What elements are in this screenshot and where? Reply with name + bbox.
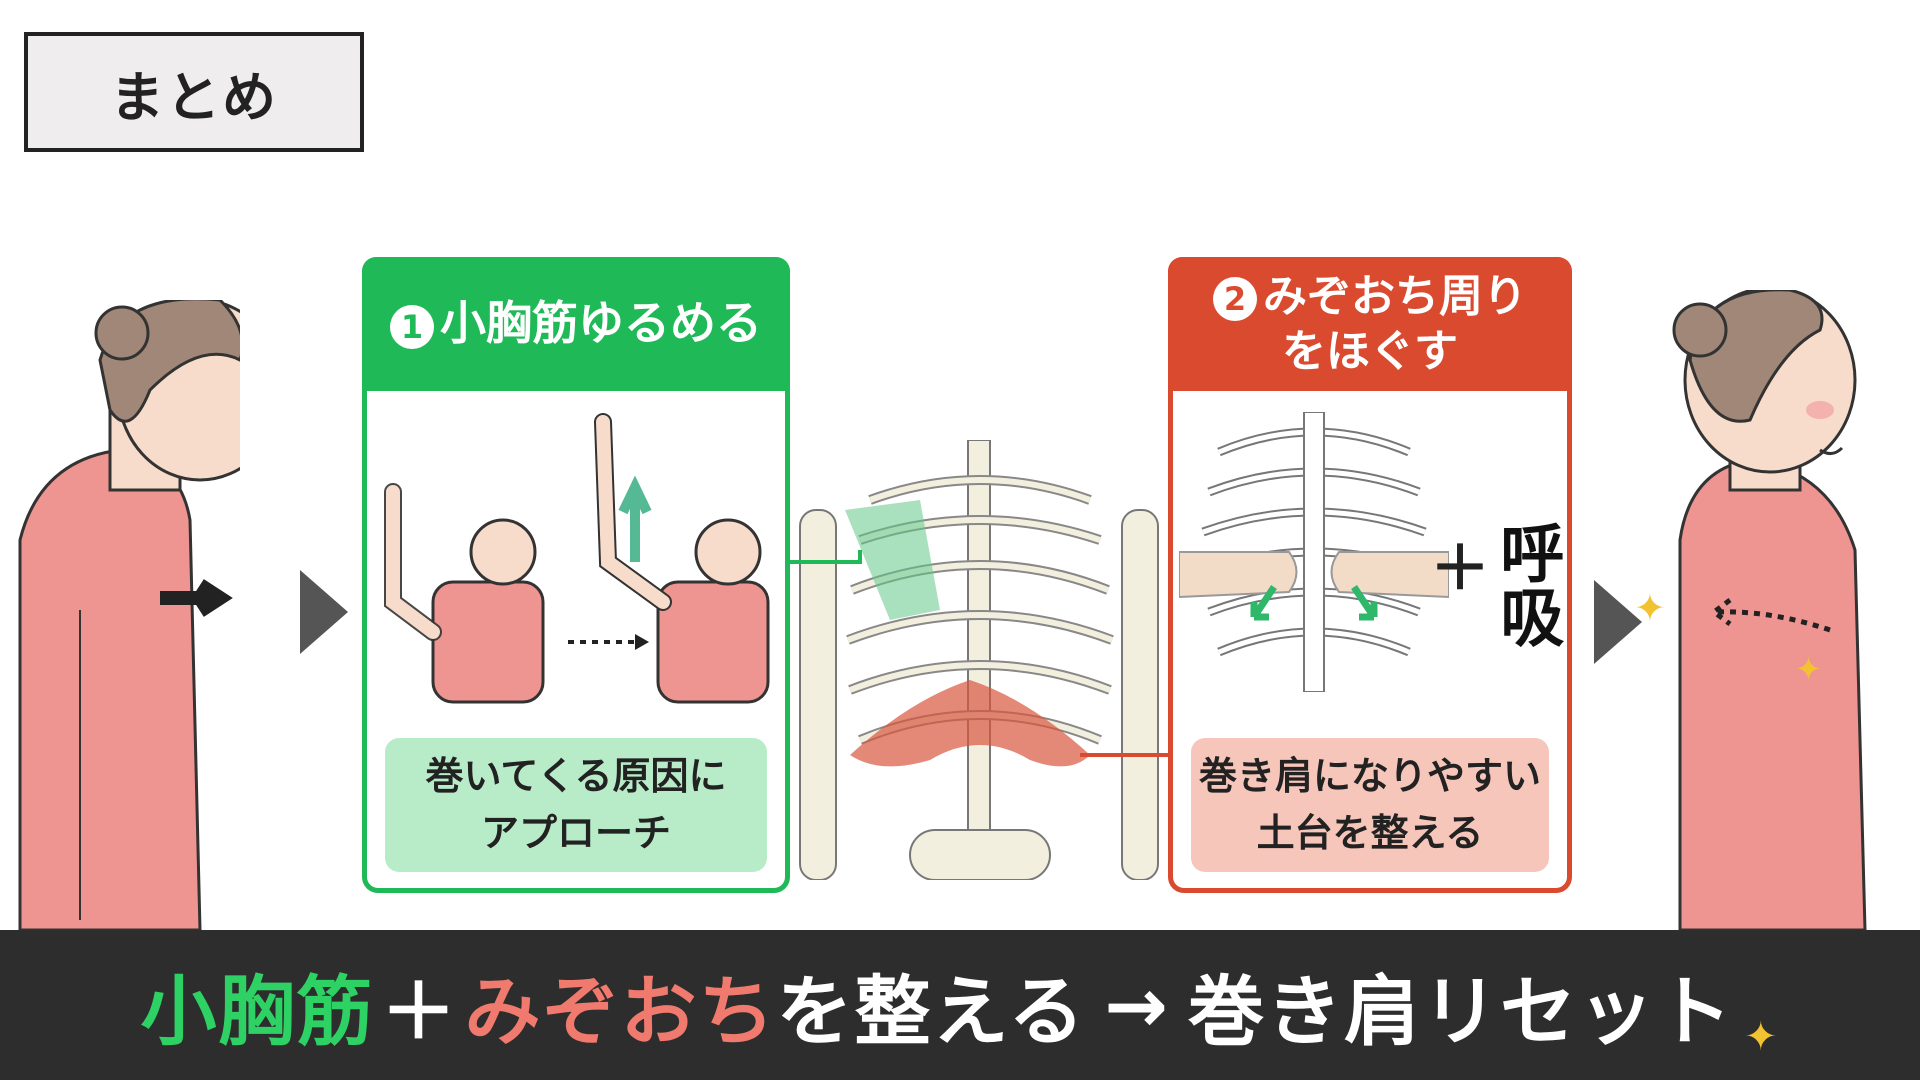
panel1-caption-line1: 巻いてくる原因に [425, 754, 727, 798]
person-after-illustration: ✦ [1672, 290, 1867, 930]
panel1-number-badge: 1 [390, 304, 434, 349]
banner-part4: 巻き肩リセット [1187, 967, 1734, 1056]
play-triangle-icon [1594, 580, 1642, 664]
arrow-down-left-icon [1250, 585, 1277, 621]
sparkle-icon: ✦ [1795, 650, 1822, 688]
panel2-caption: 巻き肩になりやすい 土台を整える [1191, 738, 1549, 872]
summary-banner: 小胸筋 ＋ みぞおち を整える → 巻き肩リセット ✦ [0, 930, 1920, 1080]
solar-plexus-highlight [850, 680, 1090, 767]
sparkle-icon: ✦ [1743, 1014, 1780, 1060]
pec-minor-highlight [845, 500, 940, 620]
banner-part2: みぞおち [464, 967, 777, 1056]
panel2-number-badge: 2 [1213, 277, 1257, 321]
ribcage-hands-illustration [1179, 412, 1449, 692]
panel2-title-line2: をほぐす [1282, 326, 1458, 377]
arrow-left-icon [1709, 598, 1831, 633]
panel1-caption-line2: アプローチ [480, 811, 671, 855]
breathing-label: 呼吸 [1489, 520, 1564, 648]
summary-tag-label: まとめ [110, 65, 278, 129]
banner-part1: 小胸筋 [140, 967, 375, 1056]
banner-plus: ＋ [380, 967, 459, 1056]
panel2-title-line1: みぞおち周り [1263, 271, 1527, 322]
connector-lines [790, 550, 1170, 757]
plus-sign: ＋ [1430, 534, 1490, 604]
arrow-up-icon [618, 475, 652, 562]
summary-tag: まとめ [24, 32, 364, 152]
ribcage-skeleton-illustration [799, 440, 1159, 880]
banner-part3: を整える [776, 967, 1087, 1056]
panel2-caption-line1: 巻き肩になりやすい [1198, 754, 1541, 798]
person-before-illustration [18, 300, 240, 930]
arrow-right-icon [160, 579, 233, 617]
arm-raise-illustration [384, 413, 770, 704]
banner-arrow: → [1104, 960, 1170, 1050]
panel2-caption-line2: 土台を整える [1256, 811, 1484, 855]
arrow-right-icon [635, 634, 649, 650]
play-triangle-icon [300, 570, 348, 654]
panel1-title: 小胸筋ゆるめる [440, 296, 762, 351]
panel1-caption: 巻いてくる原因に アプローチ [385, 738, 767, 872]
arrow-down-right-icon [1351, 585, 1378, 621]
sparkle-icon: ✦ [1634, 586, 1666, 630]
